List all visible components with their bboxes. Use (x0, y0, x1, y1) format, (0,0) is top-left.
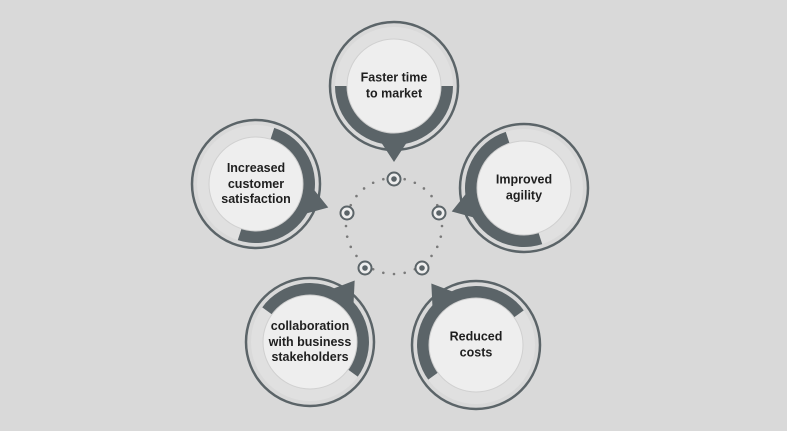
center-dot (413, 181, 417, 185)
node-outer-ring (410, 279, 542, 411)
center-dot (382, 271, 385, 275)
node-disc (428, 297, 524, 393)
label-line: customer (227, 176, 285, 191)
center-dot (349, 203, 353, 207)
center-dot (382, 177, 385, 181)
node-outer-ring (458, 122, 590, 254)
marker-center (362, 265, 368, 271)
marker-center (391, 176, 397, 182)
marker-center (436, 210, 442, 216)
node-disc (476, 140, 572, 236)
node-outer-ring (190, 118, 322, 250)
label-line: Faster time (360, 70, 428, 85)
center-dot (371, 267, 375, 271)
marker-center (344, 210, 350, 216)
center-dot (362, 187, 366, 190)
label-increased-customer-satisfaction: Increased customer satisfaction (221, 161, 290, 208)
label-line: to market (365, 86, 423, 100)
node-disc (346, 38, 442, 134)
label-collaboration-with-business-stakeholders: collaboration with business stakeholders (269, 319, 352, 366)
label-line: Increased (226, 160, 286, 175)
label-line: Reduced (449, 329, 503, 344)
label-line: Improved (495, 172, 553, 187)
center-dot (435, 245, 439, 249)
node-pointer (377, 136, 411, 162)
label-line: satisfaction (221, 191, 291, 206)
marker-center (419, 265, 425, 271)
node-pointer (431, 283, 461, 315)
label-line: agility (505, 188, 543, 202)
label-line: collaboration (270, 318, 350, 333)
center-dot (403, 177, 406, 181)
node-disc (262, 294, 358, 390)
center-dot (344, 224, 348, 228)
node-pointer (325, 280, 355, 312)
center-dot (371, 181, 375, 185)
label-line: costs (459, 345, 493, 359)
center-dot (430, 254, 433, 258)
label-line: stakeholders (271, 349, 349, 364)
center-dot (355, 194, 358, 198)
node-outer-ring (244, 276, 376, 408)
center-dot (355, 254, 358, 258)
label-faster-time-to-market: Faster time to market (361, 71, 428, 102)
center-dot (392, 272, 396, 276)
center-dot (345, 235, 349, 238)
node-disc (208, 136, 304, 232)
center-dot (439, 235, 443, 238)
label-line: with business (268, 334, 352, 349)
label-reduced-costs: Reduced costs (450, 330, 503, 361)
center-dot (430, 194, 433, 198)
node-pointer (298, 183, 329, 216)
label-improved-agility: Improved agility (496, 173, 552, 204)
center-dot (422, 187, 426, 190)
center-dot (349, 245, 353, 249)
center-dot (403, 271, 406, 275)
node-pointer (451, 187, 482, 220)
center-dot (440, 224, 444, 228)
